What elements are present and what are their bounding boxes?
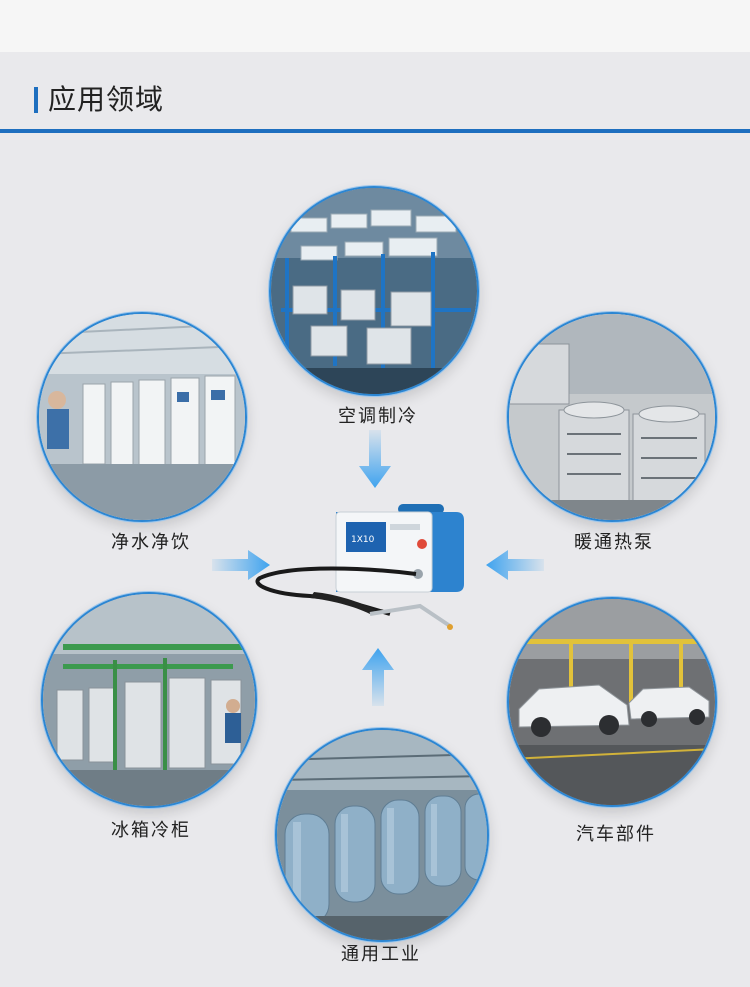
ac-factory-illustration — [271, 188, 477, 394]
device-display-text: 1X10 — [351, 535, 375, 545]
section-title: 应用领域 — [48, 83, 165, 116]
ac-circle-image — [269, 186, 479, 396]
ac-label: 空调制冷 — [338, 406, 418, 427]
water-label: 净水净饮 — [111, 532, 191, 553]
top-band — [0, 0, 750, 52]
arrow-up-icon — [362, 648, 394, 706]
arrow-left-icon — [486, 550, 544, 580]
device-screen — [346, 522, 386, 552]
arrow-right-icon — [212, 550, 270, 580]
heatpump-label: 暖通热泵 — [574, 532, 654, 553]
power-button-icon — [417, 539, 427, 549]
leak-detector-device: 1X10 — [255, 504, 464, 630]
fridge-factory-illustration — [43, 594, 255, 806]
fridge-label: 冰箱冷柜 — [111, 820, 191, 841]
general-circle-image — [275, 728, 489, 942]
water-factory-illustration — [39, 314, 245, 520]
probe-tip — [369, 603, 452, 628]
heatpump-circle-image — [507, 312, 717, 522]
title-accent-bar — [34, 87, 38, 113]
arrow-down-icon — [359, 430, 391, 488]
general-label: 通用工业 — [341, 944, 421, 965]
heatpump-illustration — [509, 314, 715, 520]
water-circle-image — [37, 312, 247, 522]
tank-factory-illustration — [277, 730, 487, 940]
auto-circle-image — [507, 597, 717, 807]
title-underline — [0, 129, 750, 133]
fridge-circle-image — [41, 592, 257, 808]
auto-factory-illustration — [509, 599, 715, 805]
auto-label: 汽车部件 — [576, 824, 656, 845]
